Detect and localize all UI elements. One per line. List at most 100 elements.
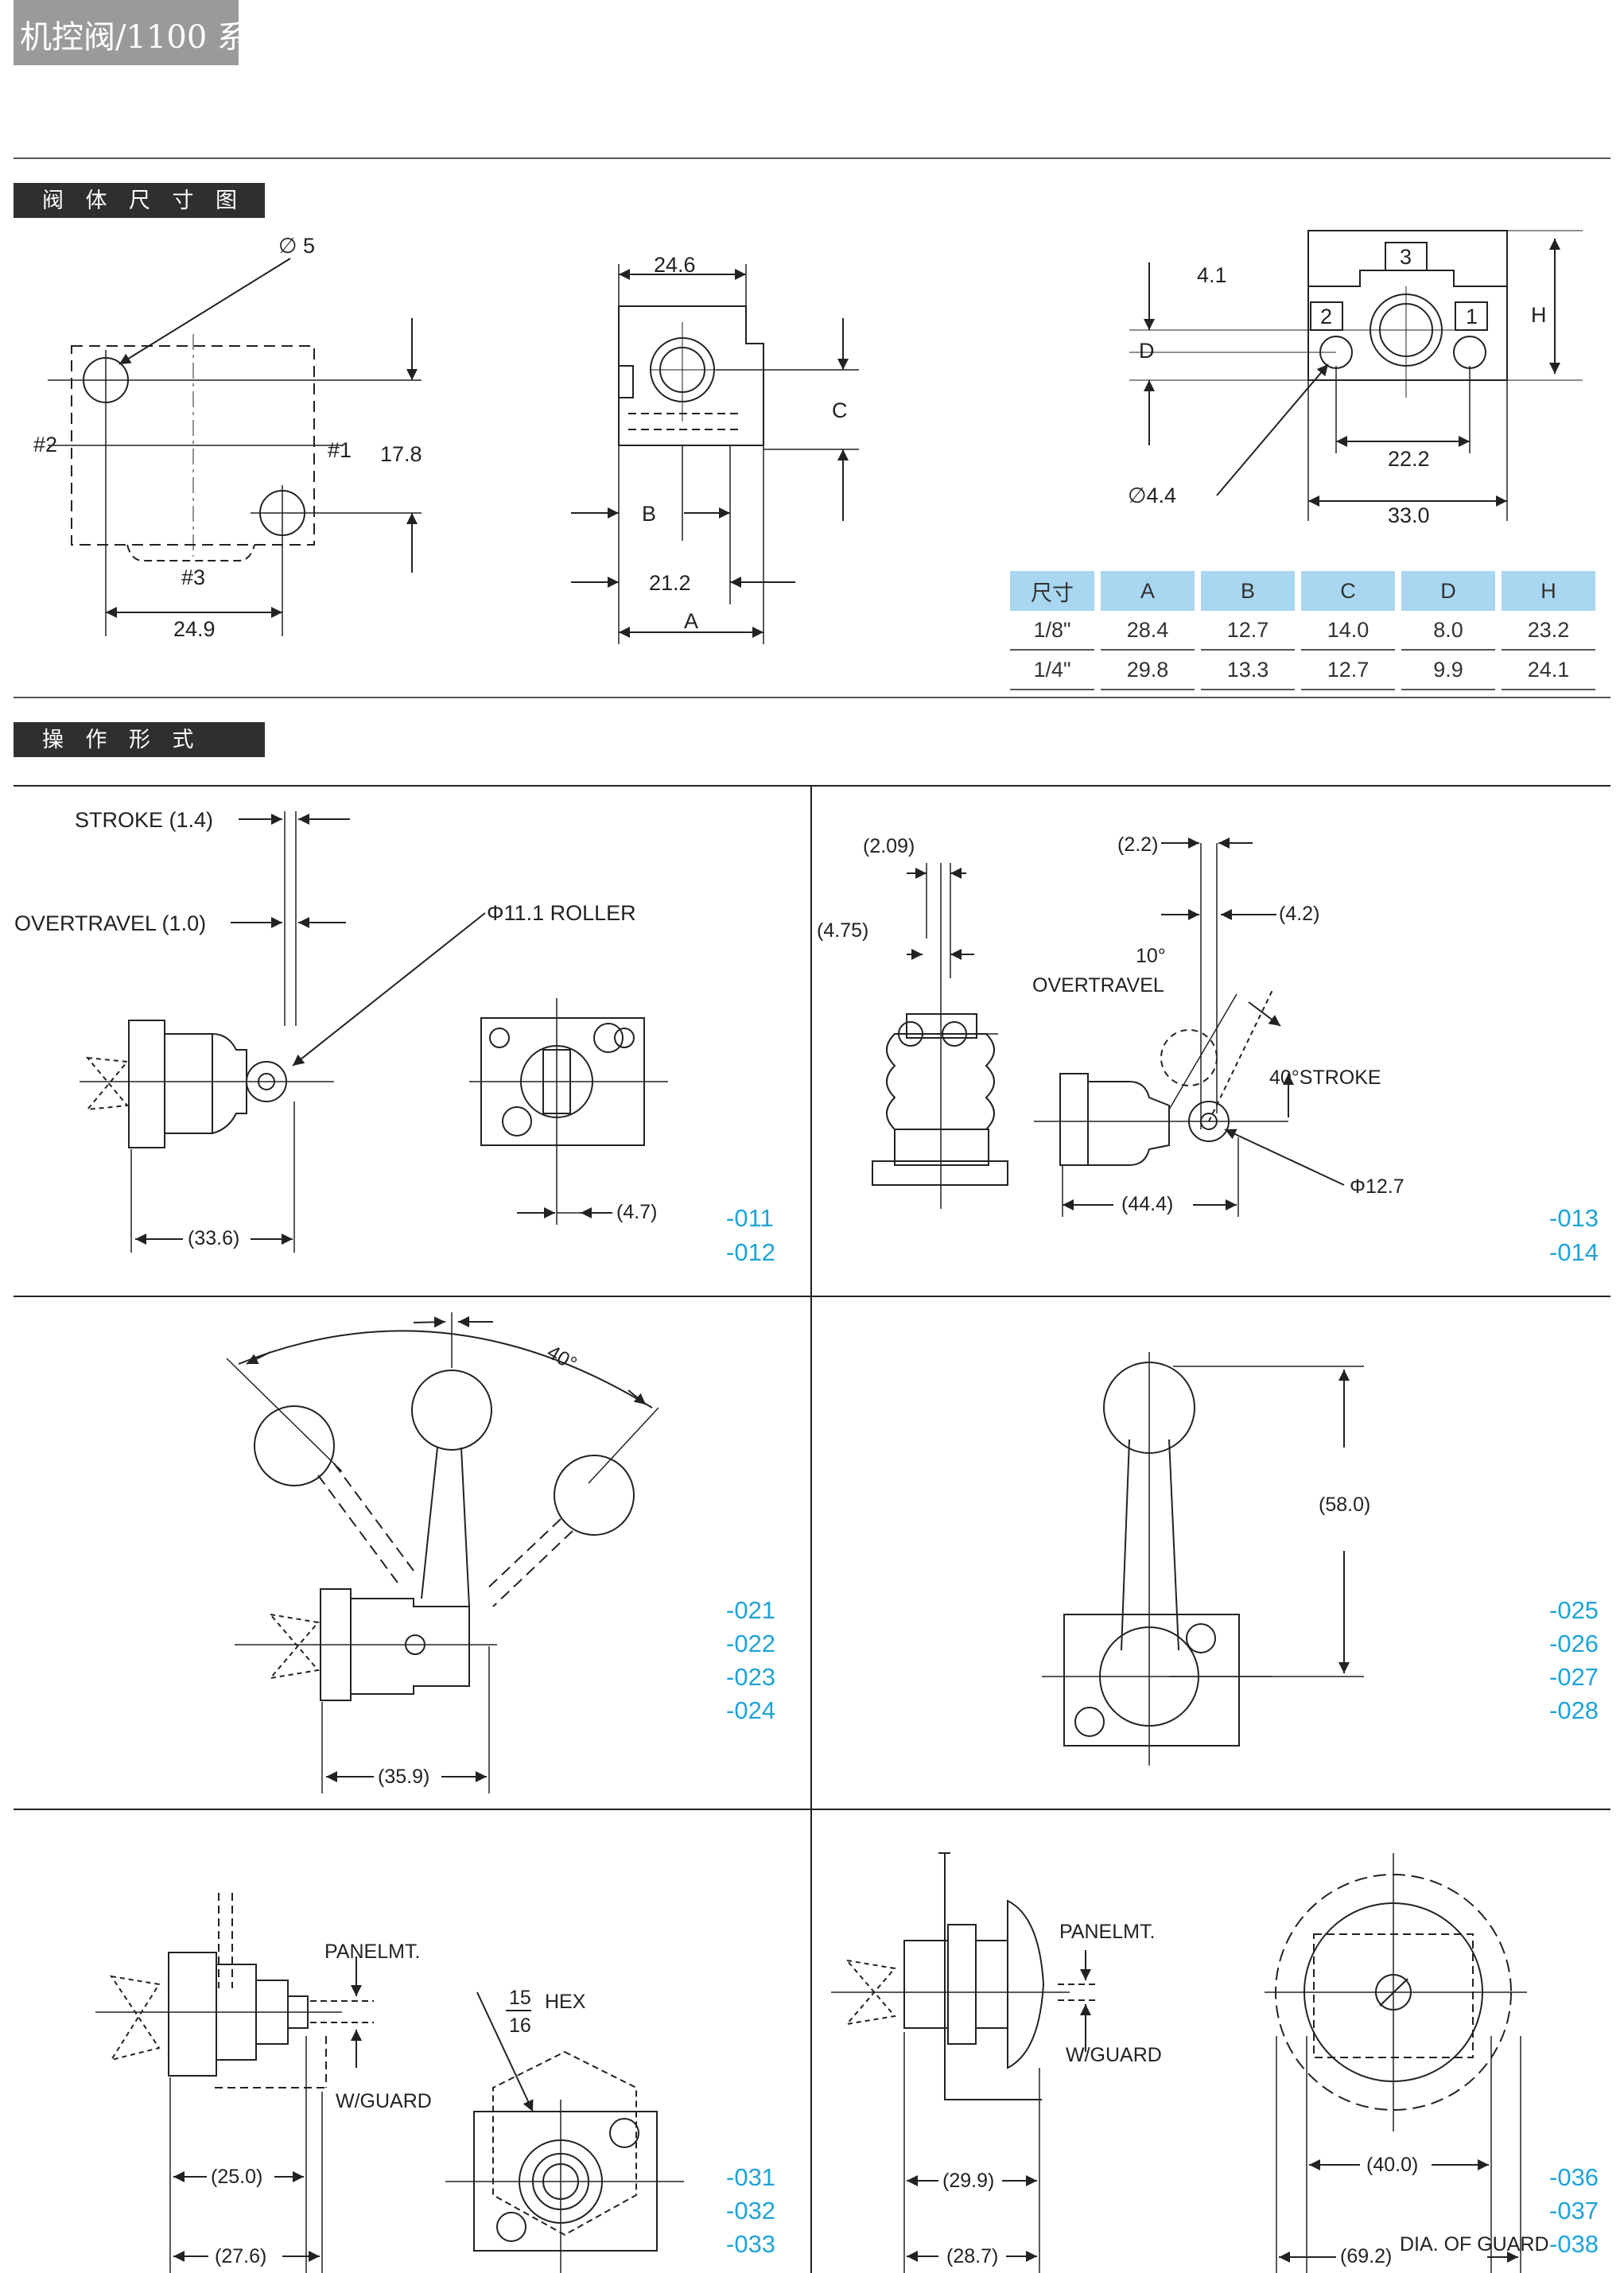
table-cell: 9.9 [1401, 651, 1495, 690]
model-code: -033 [726, 2230, 775, 2258]
table-header: A [1101, 571, 1195, 611]
dim-359-label: (35.9) [378, 1766, 429, 1788]
table-cell: 14.0 [1301, 611, 1395, 651]
dim-276-label: (27.6) [215, 2245, 266, 2267]
dim-c-label: C [832, 398, 848, 422]
model-code: -011 [726, 1204, 774, 1232]
model-code: -028 [1549, 1696, 1599, 1724]
page-title-box: 机控阀/1100 系列 [14, 0, 281, 65]
model-code: -014 [1549, 1238, 1599, 1266]
model-code: -022 [726, 1630, 775, 1657]
dim-400-label: (40.0) [1366, 2154, 1418, 2176]
dim-width-label: 24.9 [173, 617, 216, 641]
port-3-label: #3 [181, 565, 205, 589]
drawing-labels: ∅ 5 #2 #1 #3 24.9 17.8 24.6 C B 21.2 A 4… [14, 234, 1599, 2267]
table-header: H [1502, 571, 1595, 611]
model-code: -027 [1549, 1663, 1599, 1691]
model-code: -012 [726, 1238, 775, 1266]
stroke-label: STROKE (1.4) [75, 808, 213, 832]
valve-body-front-view [1129, 230, 1583, 521]
hex-label: HEX [545, 1991, 586, 2013]
dim-209-label: (2.09) [863, 835, 915, 857]
roller-actuator-drawing [80, 811, 668, 1253]
section-label-operation: 操 作 形 式 [14, 722, 265, 757]
model-code: -032 [726, 2197, 775, 2224]
dim-d-label: D [1139, 339, 1155, 363]
dim-287-label: (28.7) [946, 2245, 998, 2267]
dim-b-label: B [642, 502, 656, 526]
dim-475-label: (4.75) [817, 919, 868, 942]
dim-h-label: H [1531, 303, 1547, 327]
panel-mount-label: PANELMT. [324, 1941, 420, 1963]
angle-label: 40° [543, 1341, 581, 1375]
model-code: -026 [1549, 1630, 1599, 1657]
model-code: -031 [726, 2163, 775, 2191]
table-cell: 28.4 [1101, 611, 1195, 651]
dim-692-label: (69.2) [1340, 2245, 1392, 2267]
model-code: -024 [726, 1696, 775, 1724]
overtravel-label: OVERTRAVEL (1.0) [14, 911, 206, 935]
model-code: -021 [726, 1596, 775, 1624]
lever-front-view-drawing [1042, 1352, 1364, 1766]
panel-mount-push-button-drawing [95, 1893, 684, 2273]
guard-diameter-label: DIA. OF GUARD [1400, 2233, 1549, 2256]
dim-580-label: (58.0) [1319, 1494, 1370, 1516]
dim-299-label: (29.9) [942, 2170, 994, 2192]
table-cell: 8.0 [1401, 611, 1495, 651]
hole-diameter-label: ∅ 5 [278, 234, 315, 258]
dim-336-label: (33.6) [188, 1227, 239, 1249]
lever-actuator-drawing [226, 1312, 659, 1793]
table-cell: 23.2 [1502, 611, 1595, 651]
table-cell: 1/4" [1010, 651, 1094, 690]
dimension-table: 尺寸 A B C D H 1/8" 28.4 12.7 14.0 8.0 23.… [1004, 571, 1602, 690]
dim-444-label: (44.4) [1121, 1193, 1173, 1215]
table-header: C [1301, 571, 1395, 611]
model-code: -037 [1549, 2197, 1599, 2224]
guard-label: W/GUARD [1066, 2044, 1162, 2066]
overtravel-angle-label: 10° [1136, 945, 1166, 967]
guard-label: W/GUARD [336, 2090, 432, 2112]
page-title: 机控阀/1100 系列 [20, 19, 281, 56]
dim-height-label: 17.8 [380, 442, 422, 466]
table-header: D [1401, 571, 1495, 611]
dim-330-label: 33.0 [1388, 503, 1430, 527]
port-2-label: 2 [1320, 305, 1332, 328]
panel-mount-mushroom-button-drawing [831, 1852, 1527, 2273]
model-code: -025 [1549, 1596, 1599, 1624]
table-cell: 29.8 [1101, 651, 1195, 690]
section-label-body-dims: 阀 体 尺 寸 图 mm [14, 183, 265, 247]
panel-mount-label: PANELMT. [1059, 1921, 1155, 1943]
model-code: -013 [1549, 1204, 1599, 1232]
hex-size-denominator: 16 [509, 2015, 531, 2037]
valve-body-side-view [571, 264, 859, 644]
table-row: 1/4" 29.8 13.3 12.7 9.9 24.1 [1010, 651, 1595, 690]
stroke-angle-label: 40°STROKE [1269, 1067, 1381, 1089]
table-header: B [1201, 571, 1295, 611]
valve-body-top-view [48, 258, 422, 636]
dim-222-label: 22.2 [1388, 447, 1430, 471]
divider [14, 157, 1610, 159]
roller-diameter-label: Φ12.7 [1350, 1175, 1404, 1198]
port-1-label: 1 [1466, 305, 1478, 328]
hole-diameter-label: ∅4.4 [1128, 484, 1176, 507]
hex-size-numerator: 15 [509, 1987, 531, 2009]
port-2-label: #2 [33, 433, 57, 457]
dim-42-label: (4.2) [1279, 903, 1319, 925]
model-code: -038 [1549, 2230, 1599, 2258]
dim-250-label: (25.0) [211, 2166, 262, 2188]
port-1-label: #1 [328, 438, 352, 462]
table-cell: 24.1 [1502, 651, 1595, 690]
dim-22-label: (2.2) [1117, 833, 1158, 856]
dim-top-label: 24.6 [654, 253, 696, 277]
table-cell: 13.3 [1201, 651, 1295, 690]
roller-label: Φ11.1 ROLLER [487, 901, 636, 925]
model-code: -023 [726, 1663, 775, 1691]
dim-a-label: A [684, 609, 698, 633]
table-cell: 12.7 [1301, 651, 1395, 690]
dim-41-label: 4.1 [1197, 263, 1227, 287]
table-header: 尺寸 [1010, 571, 1094, 611]
port-3-label: 3 [1400, 245, 1412, 269]
model-code: -036 [1549, 2163, 1599, 2191]
divider [14, 697, 1610, 698]
